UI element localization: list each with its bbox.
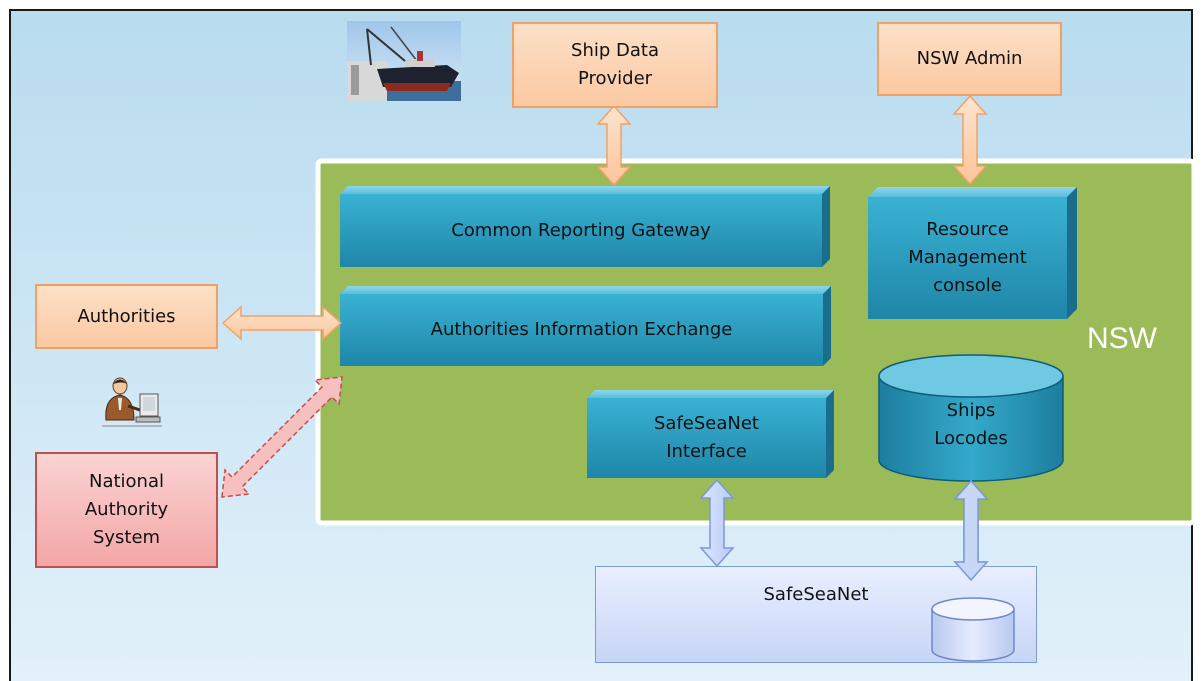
ships-locodes-database [878, 354, 1064, 482]
common-reporting-gateway-module [340, 186, 830, 267]
common-reporting-gateway-label: Common Reporting Gateway [451, 219, 711, 241]
person-at-computer-icon [102, 377, 162, 427]
safeseanet-interface-label: SafeSeaNet Interface [654, 413, 759, 462]
ships-locodes-label: Ships Locodes [934, 400, 1008, 449]
authorities-information-exchange-module [340, 286, 831, 366]
resource-management-console-label: Resource Management console [908, 219, 1027, 296]
nsw-admin-arrow [952, 94, 988, 186]
ship-photo [347, 21, 461, 101]
safeseanet-interface-module [587, 390, 834, 478]
authorities-arrow [221, 305, 343, 341]
ship-data-provider-arrow [596, 104, 632, 187]
national-authority-arrow [221, 376, 343, 498]
safeseanet-box: SafeSeaNet [595, 566, 1037, 663]
resource-management-console-module [868, 187, 1077, 319]
authorities-information-exchange-label: Authorities Information Exchange [430, 319, 733, 340]
authorities-box: Authorities [35, 284, 218, 349]
nsw-admin-box: NSW Admin [877, 22, 1062, 96]
ship-data-provider-box: Ship Data Provider [512, 22, 718, 108]
nsw-label: NSW [1087, 322, 1157, 355]
national-authority-system-box: National Authority System [35, 452, 218, 568]
